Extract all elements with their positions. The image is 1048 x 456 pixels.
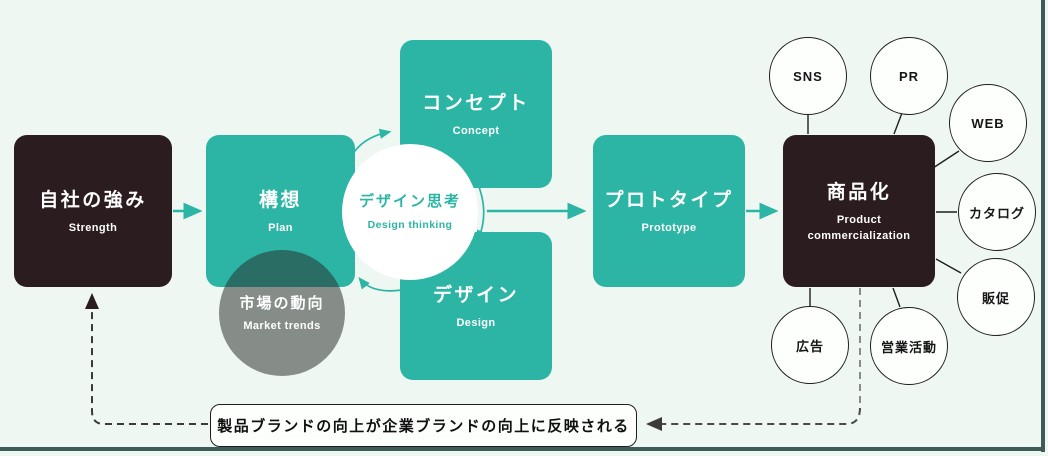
plan-subtitle: Plan [268,222,293,235]
design-subtitle: Design [456,317,496,330]
channel-circle-web: WEB [949,84,1027,162]
commercialization-box: 商品化 Product commercialization [783,135,935,287]
commercialization-subtitle: Product commercialization [807,214,911,242]
frame-edge-bottom [0,447,1045,451]
channel-label: 広告 [795,338,824,354]
design-thinking-circle: デザイン思考 Design thinking [342,144,478,280]
connector-web [932,150,960,169]
feedback-dashed-to-note [646,407,861,431]
channel-circle-catalog: カタログ [958,173,1036,251]
strength-box: 自社の強み Strength [14,135,172,287]
feedback-note-box: 製品ブランドの向上が企業ブランドの向上に反映される [210,404,637,447]
channel-circle-pr: PR [870,37,948,115]
concept-box: コンセプト Concept [400,40,552,188]
connector-promo [935,258,962,274]
channel-circle-sales-activity: 営業活動 [870,307,948,385]
prototype-subtitle: Prototype [641,222,697,235]
channel-label: 販促 [981,290,1010,306]
connector-sales [892,287,901,308]
strength-title: 自社の強み [39,190,147,212]
channel-label: 営業活動 [880,339,937,355]
prototype-title: プロトタイプ [604,190,734,212]
channel-label: PR [898,68,920,84]
connector-pr [893,112,903,135]
concept-subtitle: Concept [452,125,500,138]
commercialization-title: 商品化 [826,182,892,204]
concept-title: コンセプト [422,93,530,115]
channel-circle-sns: SNS [769,37,847,115]
design-thinking-title: デザイン思考 [358,193,461,211]
channel-circle-sales-promotion: 販促 [957,258,1035,336]
cycle-arrow-design-to-plan [358,277,403,292]
plan-title: 構想 [258,190,302,212]
market-trends-subtitle: Market trends [243,319,321,332]
frame-edge-right [1041,0,1045,452]
strength-subtitle: Strength [68,222,118,235]
design-thinking-subtitle: Design thinking [367,219,453,232]
market-trends-title: 市場の動向 [239,294,325,312]
channel-connectors [807,112,962,308]
market-trends-circle: 市場の動向 Market trends [219,250,345,376]
design-title: デザイン [432,285,519,307]
channel-label: SNS [793,68,823,84]
feedback-dashed-to-strength [85,293,208,425]
channel-circle-advertising: 広告 [771,306,849,384]
channel-label: カタログ [968,205,1025,221]
feedback-note-text: 製品ブランドの向上が企業ブランドの向上に反映される [217,418,630,435]
channel-label: WEB [971,115,1005,131]
prototype-box: プロトタイプ Prototype [593,135,745,287]
